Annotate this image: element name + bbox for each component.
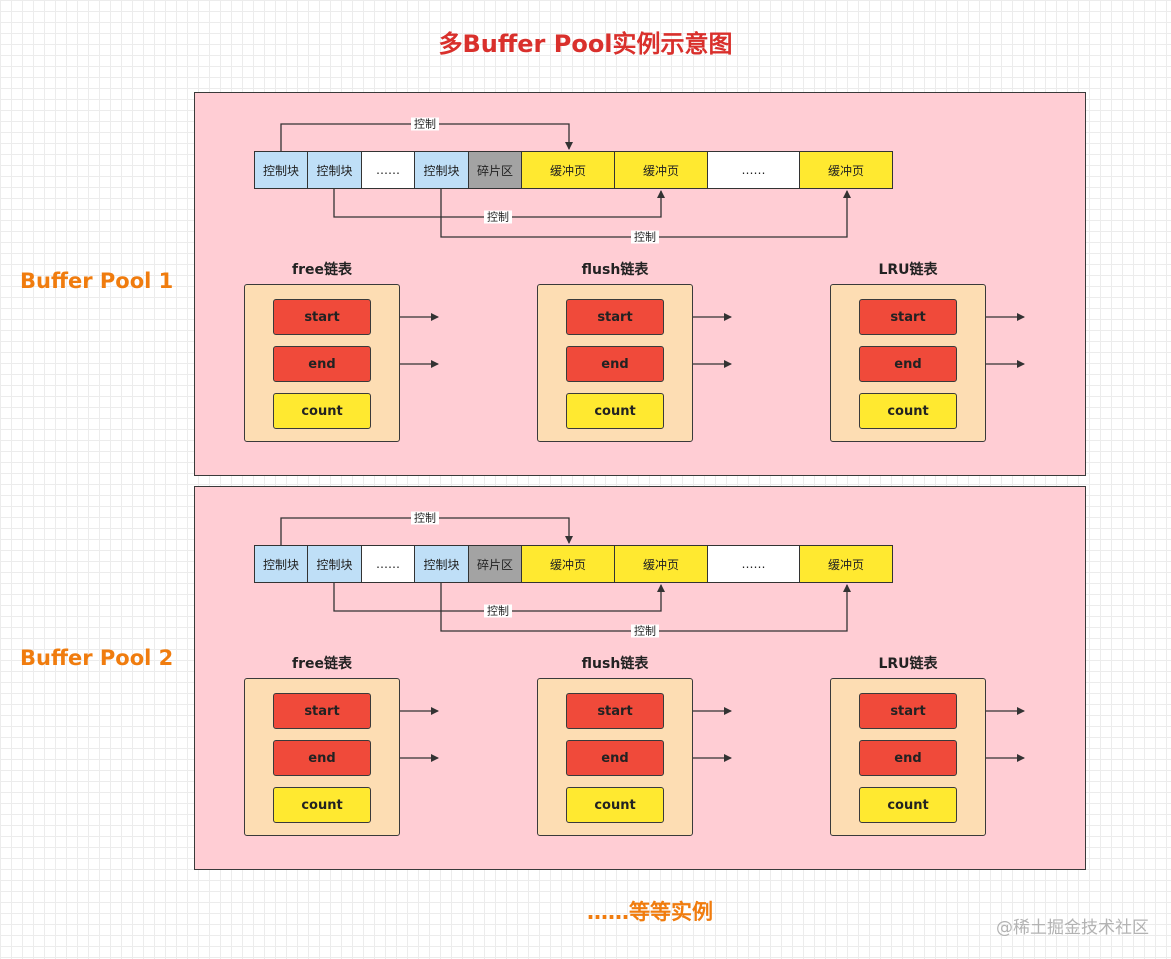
fragment-cell: 碎片区	[468, 151, 522, 189]
list-start-pointer: start	[566, 693, 664, 729]
control-block-cell: 控制块	[414, 151, 469, 189]
control-block-cell: 控制块	[307, 151, 362, 189]
list-title: LRU链表	[878, 656, 938, 672]
control-label: 控制	[411, 511, 439, 525]
control-block-cell: 控制块	[254, 545, 308, 583]
buffer-page-cell: 缓冲页	[614, 545, 708, 583]
buffer-pool-2: 控制块 控制块 …… 控制块 碎片区 缓冲页 缓冲页 …… 缓冲页 控制 控制 …	[194, 486, 1086, 870]
control-label: 控制	[484, 210, 512, 224]
buffer-page-cell: 缓冲页	[799, 151, 893, 189]
list-title: flush链表	[581, 262, 649, 278]
buffer-page-cell: 缓冲页	[521, 151, 615, 189]
control-label: 控制	[484, 604, 512, 618]
list-end-pointer: end	[566, 346, 664, 382]
list-end-pointer: end	[273, 740, 371, 776]
list-count: count	[566, 393, 664, 429]
list-count: count	[273, 393, 371, 429]
ellipsis-cell: ……	[707, 545, 800, 583]
list-title: free链表	[292, 656, 352, 672]
control-wires	[280, 517, 1025, 762]
control-label: 控制	[631, 624, 659, 638]
lru-list-box: start end count	[830, 284, 986, 442]
list-title: flush链表	[581, 656, 649, 672]
control-block-cell: 控制块	[254, 151, 308, 189]
list-count: count	[859, 787, 957, 823]
watermark: @稀土掘金技术社区	[996, 918, 1149, 938]
list-start-pointer: start	[273, 693, 371, 729]
buffer-page-cell: 缓冲页	[614, 151, 708, 189]
list-start-pointer: start	[566, 299, 664, 335]
buffer-page-cell: 缓冲页	[521, 545, 615, 583]
list-end-pointer: end	[273, 346, 371, 382]
list-count: count	[859, 393, 957, 429]
ellipsis-cell: ……	[361, 545, 415, 583]
more-instances-note: ……等等实例	[587, 900, 713, 924]
list-end-pointer: end	[859, 740, 957, 776]
ellipsis-cell: ……	[707, 151, 800, 189]
list-start-pointer: start	[273, 299, 371, 335]
buffer-pool-1: 控制块 控制块 …… 控制块 碎片区 缓冲页 缓冲页 …… 缓冲页 控制 控制 …	[194, 92, 1086, 476]
list-title: LRU链表	[878, 262, 938, 278]
list-start-pointer: start	[859, 693, 957, 729]
list-count: count	[273, 787, 371, 823]
list-count: count	[566, 787, 664, 823]
buffer-page-cell: 缓冲页	[799, 545, 893, 583]
flush-list-box: start end count	[537, 284, 693, 442]
ellipsis-cell: ……	[361, 151, 415, 189]
control-label: 控制	[631, 230, 659, 244]
pool-label: Buffer Pool 1	[20, 269, 174, 293]
control-label: 控制	[411, 117, 439, 131]
flush-list-box: start end count	[537, 678, 693, 836]
pool-label: Buffer Pool 2	[20, 646, 174, 670]
free-list-box: start end count	[244, 678, 400, 836]
free-list-box: start end count	[244, 284, 400, 442]
list-start-pointer: start	[859, 299, 957, 335]
list-end-pointer: end	[566, 740, 664, 776]
fragment-cell: 碎片区	[468, 545, 522, 583]
diagram-title: 多Buffer Pool实例示意图	[438, 30, 733, 58]
lru-list-box: start end count	[830, 678, 986, 836]
control-block-cell: 控制块	[414, 545, 469, 583]
list-end-pointer: end	[859, 346, 957, 382]
list-title: free链表	[292, 262, 352, 278]
control-block-cell: 控制块	[307, 545, 362, 583]
